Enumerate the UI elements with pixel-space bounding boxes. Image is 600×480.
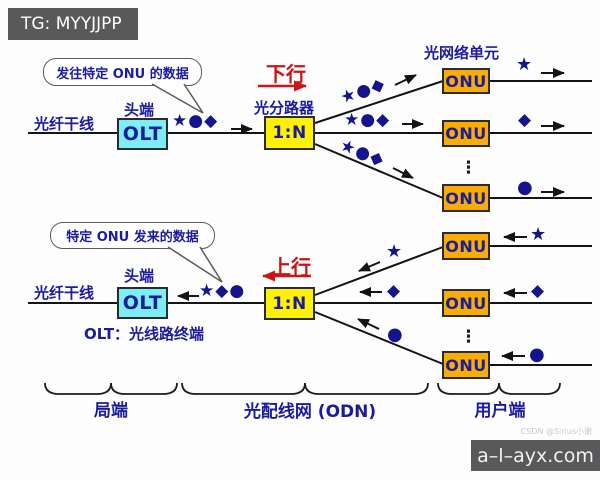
users-brace bbox=[437, 382, 561, 395]
upstream-olt-text: OLT bbox=[122, 292, 163, 314]
upstream-trunk-label: 光纤干线 bbox=[34, 284, 95, 302]
upstream-onu1-text: ONU bbox=[445, 236, 487, 256]
upstream-branch1-star-icon: ★ bbox=[386, 241, 403, 262]
upstream-ellipsis: ⋮ bbox=[460, 327, 477, 347]
downstream-ellipsis: ⋮ bbox=[460, 158, 477, 178]
downstream-onu-node-1: ONU bbox=[442, 68, 490, 94]
downstream-branch1-arrow bbox=[394, 74, 417, 86]
downstream-splitter-label: 光分路器 bbox=[254, 99, 315, 117]
downstream-onu3-text: ONU bbox=[445, 188, 487, 208]
downstream-branch2-packets-icon: ★●◆ bbox=[344, 110, 391, 130]
upstream-branch2-diamond-icon: ◆ bbox=[387, 281, 401, 301]
downstream-bubble-tail bbox=[151, 83, 204, 114]
upstream-in2-diamond-icon: ◆ bbox=[531, 281, 545, 301]
upstream-direction-label: 上行 bbox=[271, 255, 311, 279]
downstream-branch3-arrow bbox=[392, 167, 414, 179]
upstream-onu-node-2: ONU bbox=[442, 289, 490, 317]
downstream-olt-node: OLT bbox=[117, 118, 168, 150]
upstream-splitter-node: 1:N bbox=[264, 287, 315, 320]
upstream-onu-node-3: ONU bbox=[442, 351, 490, 379]
upstream-in1-star-icon: ★ bbox=[530, 224, 547, 245]
csdn-watermark: CSDN @Sirius小谢 bbox=[520, 427, 592, 436]
office-brace bbox=[44, 382, 178, 395]
downstream-olt-text: OLT bbox=[122, 123, 163, 145]
downstream-out3-circle-icon: ● bbox=[517, 177, 533, 198]
odn-brace bbox=[181, 382, 429, 395]
downstream-onu-node-3: ONU bbox=[442, 184, 490, 212]
downstream-direction-label: 下行 bbox=[266, 62, 306, 86]
upstream-trunk-packets-icon: ★◆● bbox=[199, 281, 246, 301]
downstream-callout-text: 发往特定 ONU 的数据 bbox=[56, 66, 189, 82]
upstream-olt-note: OLT：光线路终端 bbox=[84, 325, 205, 343]
upstream-onu-node-1: ONU bbox=[442, 232, 490, 260]
section-users-label: 用户端 bbox=[474, 401, 526, 421]
downstream-splitter-text: 1:N bbox=[272, 123, 307, 143]
tag-overlay-text: TG: MYYJJPP bbox=[21, 14, 122, 34]
upstream-bubble-tail bbox=[167, 246, 223, 283]
tag-overlay-box: TG: MYYJJPP bbox=[8, 8, 138, 40]
site-overlay-box: a–l–ayx.com bbox=[471, 440, 600, 471]
downstream-onu-node-2: ONU bbox=[442, 120, 490, 147]
downstream-callout-bubble: 发往特定 ONU 的数据 bbox=[43, 58, 202, 86]
upstream-olt-node: OLT bbox=[117, 287, 168, 319]
downstream-onu1-text: ONU bbox=[445, 71, 487, 91]
upstream-branch3-circle-icon: ● bbox=[387, 324, 403, 345]
downstream-branch3-packets-icon: ★●◆ bbox=[337, 135, 388, 171]
upstream-onu3-text: ONU bbox=[445, 355, 487, 375]
downstream-headend-label: 头端 bbox=[124, 101, 155, 119]
downstream-trunk-label: 光纤干线 bbox=[34, 115, 95, 133]
upstream-splitter-text: 1:N bbox=[272, 293, 307, 314]
downstream-trunk-packets-icon: ★●◆ bbox=[172, 111, 219, 131]
upstream-branch1-arrow bbox=[358, 261, 381, 272]
upstream-branch-1 bbox=[314, 246, 444, 296]
upstream-in3-circle-icon: ● bbox=[529, 344, 545, 365]
upstream-branch-3 bbox=[314, 311, 444, 365]
downstream-out1-star-icon: ★ bbox=[516, 54, 533, 75]
upstream-callout-text: 特定 ONU 发来的数据 bbox=[66, 230, 199, 245]
downstream-onu-unit-label: 光网络单元 bbox=[424, 44, 500, 62]
upstream-onu2-text: ONU bbox=[445, 293, 487, 313]
upstream-branch3-arrow bbox=[357, 318, 380, 330]
downstream-branch1-packets-icon: ★●◆ bbox=[337, 73, 389, 109]
site-overlay-text: a–l–ayx.com bbox=[477, 444, 594, 467]
section-odn-label: 光配线网 (ODN) bbox=[243, 402, 377, 422]
downstream-onu2-text: ONU bbox=[445, 124, 487, 143]
section-office-label: 局端 bbox=[94, 401, 128, 421]
downstream-splitter-node: 1:N bbox=[264, 116, 315, 150]
downstream-out2-diamond-icon: ◆ bbox=[518, 110, 532, 130]
upstream-callout-bubble: 特定 ONU 发来的数据 bbox=[50, 222, 215, 249]
upstream-headend-label: 头端 bbox=[124, 267, 155, 285]
